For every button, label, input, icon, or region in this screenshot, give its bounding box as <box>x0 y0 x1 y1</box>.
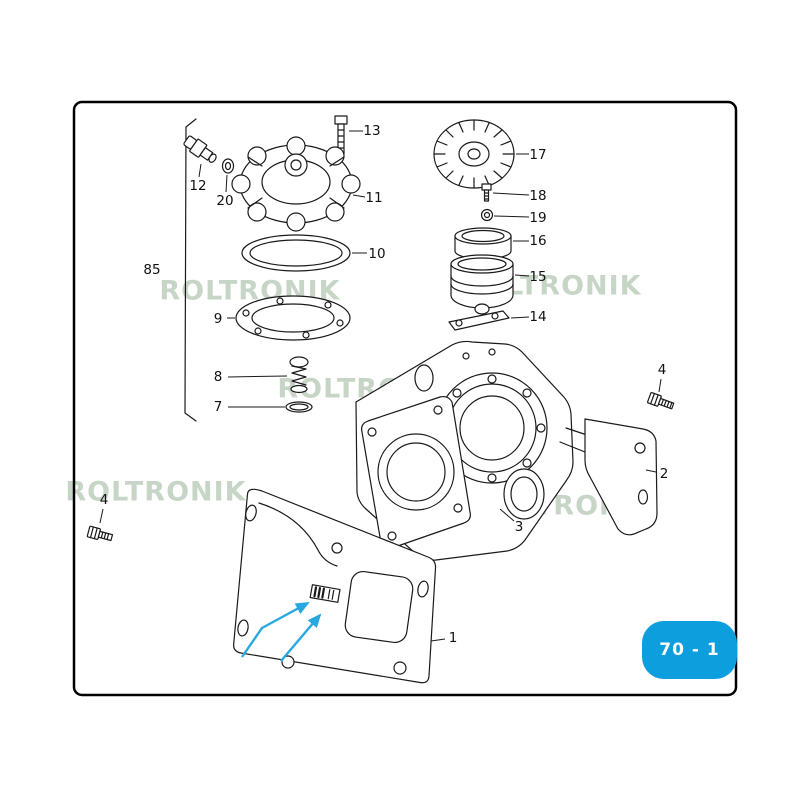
pointer-arrow-short <box>280 613 322 662</box>
part-8-valve <box>289 356 309 394</box>
part-4-bolt-right <box>647 391 675 410</box>
leader-line-4 <box>658 378 662 393</box>
part-3-crankcase <box>355 340 574 561</box>
pointer-arrow-long <box>241 601 310 658</box>
leader-line-3 <box>499 508 515 522</box>
part-19-washer <box>480 208 494 222</box>
label-pointer-arrows <box>241 601 322 662</box>
part-18-screw <box>481 183 492 202</box>
leader-line-1 <box>430 638 446 642</box>
leader-line-2 <box>645 469 657 473</box>
page-number-badge: 70 - 1 <box>642 621 737 679</box>
part-1-mounting-plate <box>233 488 437 684</box>
leader-line-20 <box>225 174 228 193</box>
part-11-cover <box>231 136 361 232</box>
leader-line-15 <box>514 274 530 277</box>
group-bracket-85 <box>184 118 197 422</box>
page-frame <box>72 100 738 697</box>
leader-lines <box>99 130 662 642</box>
part-9-flange <box>235 295 351 341</box>
part-15-reservoir <box>450 254 514 315</box>
part-17-cap <box>433 119 515 189</box>
leader-line-14 <box>510 316 530 319</box>
part-10-diaphragm <box>241 234 351 272</box>
part-4-bolt-left <box>86 525 114 542</box>
leader-line-8 <box>227 375 288 378</box>
part-16-cup <box>454 227 512 260</box>
part-2-bracket <box>559 418 658 536</box>
serial-label <box>309 584 341 603</box>
part-7-oring <box>285 401 313 413</box>
part-14-bracket <box>448 310 510 331</box>
part-20-ring <box>221 158 235 174</box>
leader-line-4 <box>99 508 104 524</box>
leader-line-18 <box>492 192 530 196</box>
part-12-fitting <box>183 135 217 163</box>
leader-line-19 <box>493 215 530 218</box>
leader-line-11 <box>352 194 366 198</box>
leader-line-12 <box>198 163 202 178</box>
watermark-text: ROLTRONIK <box>65 476 247 508</box>
